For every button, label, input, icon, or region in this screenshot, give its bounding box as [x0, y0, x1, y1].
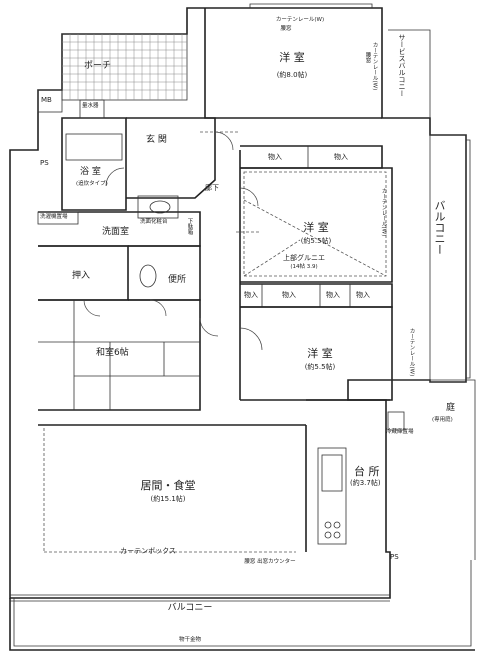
- storage-top-left: 物入: [268, 153, 282, 161]
- ps-label-north: PS: [40, 159, 49, 167]
- curtain-rail-label: カーテンレール(W): [275, 17, 325, 23]
- storage-mid-1: 物入: [244, 291, 258, 299]
- bay-window-side-label: 腰窓: [364, 52, 371, 63]
- dashed-features: [43, 131, 387, 553]
- door-swings: [83, 131, 263, 351]
- counter-label: 腰窓 出窓カウンター: [244, 559, 296, 565]
- storage-top-right: 物入: [334, 153, 348, 161]
- mb-label: MB: [41, 96, 52, 104]
- room-western-mid-area: (約5.5帖): [300, 237, 332, 245]
- service-balcony-label: サービスバルコニー: [398, 34, 406, 97]
- shoe-box-label: 下駄箱: [186, 218, 193, 235]
- room-western-mid-name: 洋 室: [303, 221, 329, 234]
- clothes-pole-label: 物干金物: [178, 637, 202, 643]
- bay-window-label: 腰窓: [280, 26, 292, 32]
- porch-grid: [61, 33, 188, 101]
- ps-label-south: PS: [390, 553, 399, 561]
- room-western-south-area: (約5.5帖): [304, 363, 336, 371]
- storage-mid-2: 物入: [282, 291, 296, 299]
- living-room-area: (約15.1帖): [150, 495, 186, 503]
- japanese-room-label: 和室6帖: [96, 348, 129, 358]
- bath-label: 浴 室: [80, 167, 101, 177]
- balcony-south-label: バルコニー: [167, 603, 213, 613]
- balcony-east-label: バルコニー: [433, 200, 446, 255]
- garden-label: 庭: [446, 403, 456, 413]
- kitchen-name: 台 所: [354, 465, 380, 478]
- room-western-south-name: 洋 室: [307, 347, 333, 360]
- windows: [10, 3, 471, 602]
- room-western-north-area: (約8.0帖): [276, 71, 308, 79]
- room-western-north-name: 洋 室: [279, 51, 305, 64]
- kitchen-area: (約3.7帖): [350, 479, 381, 487]
- fridge-label: 冷蔵庫置場: [386, 429, 414, 435]
- oshiire-label: 押入: [72, 271, 91, 281]
- meter-label: 量水器: [82, 103, 99, 109]
- washroom-label: 洗面室: [102, 227, 130, 237]
- hallway-label: 廊下: [205, 184, 219, 192]
- bath-note: (追炊タイプ): [76, 181, 108, 187]
- storage-mid-3: 物入: [326, 291, 340, 299]
- loft-area: (14帖 3.9): [290, 264, 318, 270]
- storage-mid-4: 物入: [356, 291, 370, 299]
- curtain-rail-south-label: カーテンレール(W): [408, 328, 415, 377]
- garden-note: (専用庭): [432, 417, 453, 423]
- curtain-rail-mid-label: カーテンレール(W): [380, 188, 387, 237]
- curtain-box-label: カーテンボックス: [120, 547, 176, 555]
- wash-stand-label: 洗面化粧台: [140, 219, 168, 225]
- washer-label: 洗濯機置場: [40, 214, 68, 220]
- partitions: [37, 8, 476, 560]
- curtain-rail-side-label: カーテンレール(W): [371, 42, 378, 91]
- entrance-label: 玄 関: [146, 135, 167, 145]
- living-room-name: 居間・食堂: [140, 479, 196, 492]
- toilet-label: 便所: [168, 275, 187, 285]
- loft-label: 上部グルニエ: [283, 254, 325, 262]
- porch-label: ポーチ: [84, 61, 112, 71]
